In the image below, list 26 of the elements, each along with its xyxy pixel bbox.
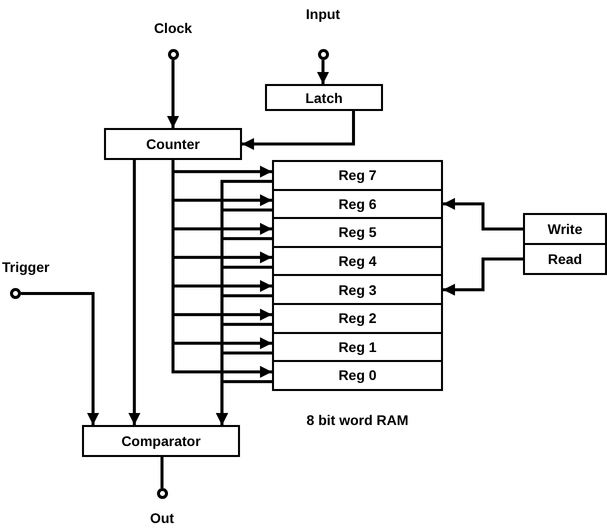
arrow xyxy=(21,292,100,425)
block-box: Latch xyxy=(265,84,383,111)
arrow xyxy=(167,60,179,128)
register-box: Reg 2 xyxy=(272,303,443,334)
terminal-label: Out xyxy=(148,510,176,526)
register-box: Reg 3 xyxy=(272,274,443,305)
arrow xyxy=(443,198,523,230)
arrow xyxy=(317,60,329,84)
terminal-label: Trigger xyxy=(2,259,50,275)
terminal-label: Input xyxy=(304,6,342,22)
block-box: Read xyxy=(523,243,607,275)
arrow xyxy=(216,380,272,425)
arrow xyxy=(128,160,140,425)
register-box: Reg 1 xyxy=(272,332,443,362)
block-box: Write xyxy=(523,213,607,245)
arrow xyxy=(443,258,523,296)
register-box: Reg 0 xyxy=(272,360,443,391)
block-box: Counter xyxy=(104,128,242,160)
memory-caption: 8 bit word RAM xyxy=(306,412,410,428)
register-box: Reg 5 xyxy=(272,217,443,248)
block-box: Comparator xyxy=(82,425,240,457)
register-box: Reg 7 xyxy=(272,160,443,191)
register-box: Reg 4 xyxy=(272,246,443,276)
terminal-label: Clock xyxy=(152,20,194,36)
arrow xyxy=(242,111,355,150)
register-box: Reg 6 xyxy=(272,188,443,220)
